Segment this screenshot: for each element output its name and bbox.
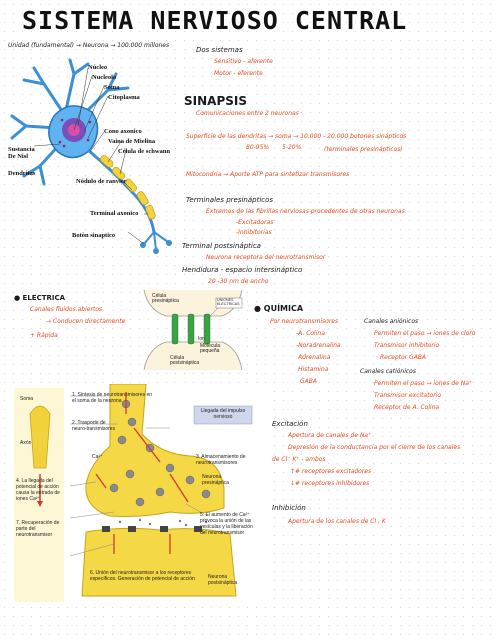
quimica-heading: ● QUÍMICA: [254, 304, 304, 313]
terminal-post-line: Neurona receptora del neurotransmisor: [206, 254, 326, 261]
quimica-item: -Noradrenalina: [296, 342, 341, 349]
electrica-heading-text: ELECTRICA: [22, 294, 66, 302]
label-neurona-postsinaptica: Neurona postsináptica: [208, 574, 238, 586]
step-1: 1. Síntesis de neurotransmisores en el s…: [72, 392, 153, 404]
terminal-post-heading: Terminal postsináptica: [182, 242, 261, 250]
label-sustancia-nisl: Sustancia De Nisl: [8, 146, 35, 160]
step-6: 6. Unión del neurotransmisor a los recep…: [90, 570, 195, 582]
step-7: 7. Recuperación de parte del neurotransm…: [16, 520, 60, 538]
sinapsis-mitocondria: Mitocondria → Aporte ATP para sintetizar…: [186, 171, 350, 178]
dos-sistemas-item: Sensitivo - aferente: [214, 58, 273, 65]
canales-anionicos-item: Permiten el paso → iones de cloro: [374, 330, 476, 337]
electrica-line1: Canales fluidos abiertos: [30, 306, 103, 313]
label-celula-presinaptica: Célula presináptica: [152, 293, 179, 304]
label-nucleo: Núcleo: [88, 64, 108, 71]
label-ion: Ion: [198, 336, 205, 342]
hendidura-line: 20 -30 nm de ancho: [208, 278, 269, 285]
quimica-item: Histamina: [298, 366, 329, 373]
neuron-diagram: [10, 58, 172, 254]
dos-sistemas-heading: Dos sistemas: [196, 46, 243, 54]
excitacion-line4: ↑# receptores excitadores: [290, 468, 372, 475]
sinapsis-heading: SINAPSIS: [184, 94, 247, 108]
step-2: 2. Trasporte de neuro-transmisores: [72, 420, 116, 432]
canales-cationicos-item: Permiten el paso → iones de Na⁺: [374, 380, 473, 387]
label-ca: Ca²⁺: [92, 454, 103, 460]
label-neurona-presinaptica: Neurona presináptica: [202, 474, 229, 486]
step-4: 4. La llegada del potencial de acción ca…: [16, 478, 60, 502]
dos-sistemas-item: Motor - eferente: [214, 70, 263, 77]
canales-cationicos-item: Receptor de A. Colina: [374, 404, 440, 411]
terminales-item: -Inhibitorias: [236, 229, 272, 236]
label-soma: Soma: [104, 84, 120, 91]
sinapsis-percent-a: 80-95%: [246, 144, 270, 151]
sinapsis-comunicaciones: Comunicaciones entre 2 neuronas: [196, 110, 299, 117]
terminales-item: -Excitadoras: [236, 219, 274, 226]
electrical-synapse-diagram: [143, 290, 243, 370]
chemical-synapse-diagram: [10, 384, 266, 606]
excitacion-line3: de Cl⁻ K⁺ - ambos: [272, 456, 326, 463]
step-5: 5. El aumento de Ca²⁺ provoca la unión d…: [200, 512, 253, 536]
excitacion-heading: Excitación: [272, 420, 308, 428]
electrica-heading: ● ELECTRICA: [14, 294, 66, 302]
page-title: SISTEMA NERVIOSO CENTRAL: [22, 6, 408, 35]
electrica-line2: → Conducen directamente: [46, 318, 126, 325]
excitacion-line5: ↓# receptores inhibidores: [290, 480, 370, 487]
sinapsis-superficie: Superficie de las dendritas → soma → 10.…: [186, 133, 407, 140]
excitacion-line2: Depresión de la conductancia por el cier…: [288, 444, 461, 451]
canales-anionicos-item: Transmisor inhibitorio: [374, 342, 440, 349]
quimica-item: -A. Colina: [296, 330, 325, 337]
quimica-item: Adrenalina: [298, 354, 331, 361]
label-vaina-mielina: Vaina de Mielina: [108, 138, 156, 145]
label-dendritas: Dendritas: [8, 170, 36, 177]
terminales-heading: Terminales presinápticos: [186, 196, 274, 204]
excitacion-line1: Apertura de canales de Na⁺: [288, 432, 372, 439]
label-soma-bottom: Soma: [20, 396, 34, 402]
canales-anionicos-item: Receptor GABA: [380, 354, 427, 361]
quimica-heading-text: QUÍMICA: [263, 304, 304, 313]
label-celula-schwann: Célula de schwann: [118, 148, 171, 155]
label-terminal-axonico: Terminal axonico: [90, 210, 139, 217]
inhibicion-heading: Inhibición: [272, 504, 306, 512]
sinapsis-percent-b: 5-20%: [282, 144, 302, 151]
canales-cationicos-item: Transmisor excitatorio: [374, 392, 442, 399]
unit-line: Unidad (fundamental) → Neurona → 100.000…: [8, 42, 170, 49]
hendidura-heading: Hendidura - espacio intersináptico: [182, 266, 303, 274]
inhibicion-line1: Apertura de los canales de Cl , K: [288, 518, 386, 525]
label-nodulo-ranvier: Nódulo de ranvier: [76, 178, 127, 185]
quimica-line: Por neurotransmisores: [270, 318, 339, 325]
quimica-item: GABA: [300, 378, 317, 385]
step-3: 3. Almacenamiento de neurotransmisores: [196, 454, 246, 466]
label-molecula: Molécula pequeña: [200, 343, 221, 354]
llegada-impulso: Llegada del impulso nervioso: [200, 408, 246, 420]
label-citoplasma: Citoplasma: [108, 94, 140, 101]
electrica-line3: + Rápida: [30, 332, 58, 339]
canales-cationicos-heading: Canales catiónicos: [360, 368, 416, 375]
label-boton-sinaptico: Botón sinaptico: [72, 232, 116, 239]
label-uniones-electricas: UNIONES ELÉCTRICAS: [217, 298, 240, 306]
label-cono-axonico: Cono axonico: [104, 128, 142, 135]
canales-anionicos-heading: Canales aniónicos: [364, 318, 419, 325]
label-celula-postsinaptica: Célula postsináptica: [170, 355, 200, 366]
label-axon: Axón: [20, 440, 32, 446]
label-nucleolo: Nucleolo: [92, 74, 117, 81]
sinapsis-terminales-note: (terminales presinápticos): [324, 146, 403, 153]
terminales-line: Extremos de las fibrillas nerviosas proc…: [206, 208, 405, 215]
